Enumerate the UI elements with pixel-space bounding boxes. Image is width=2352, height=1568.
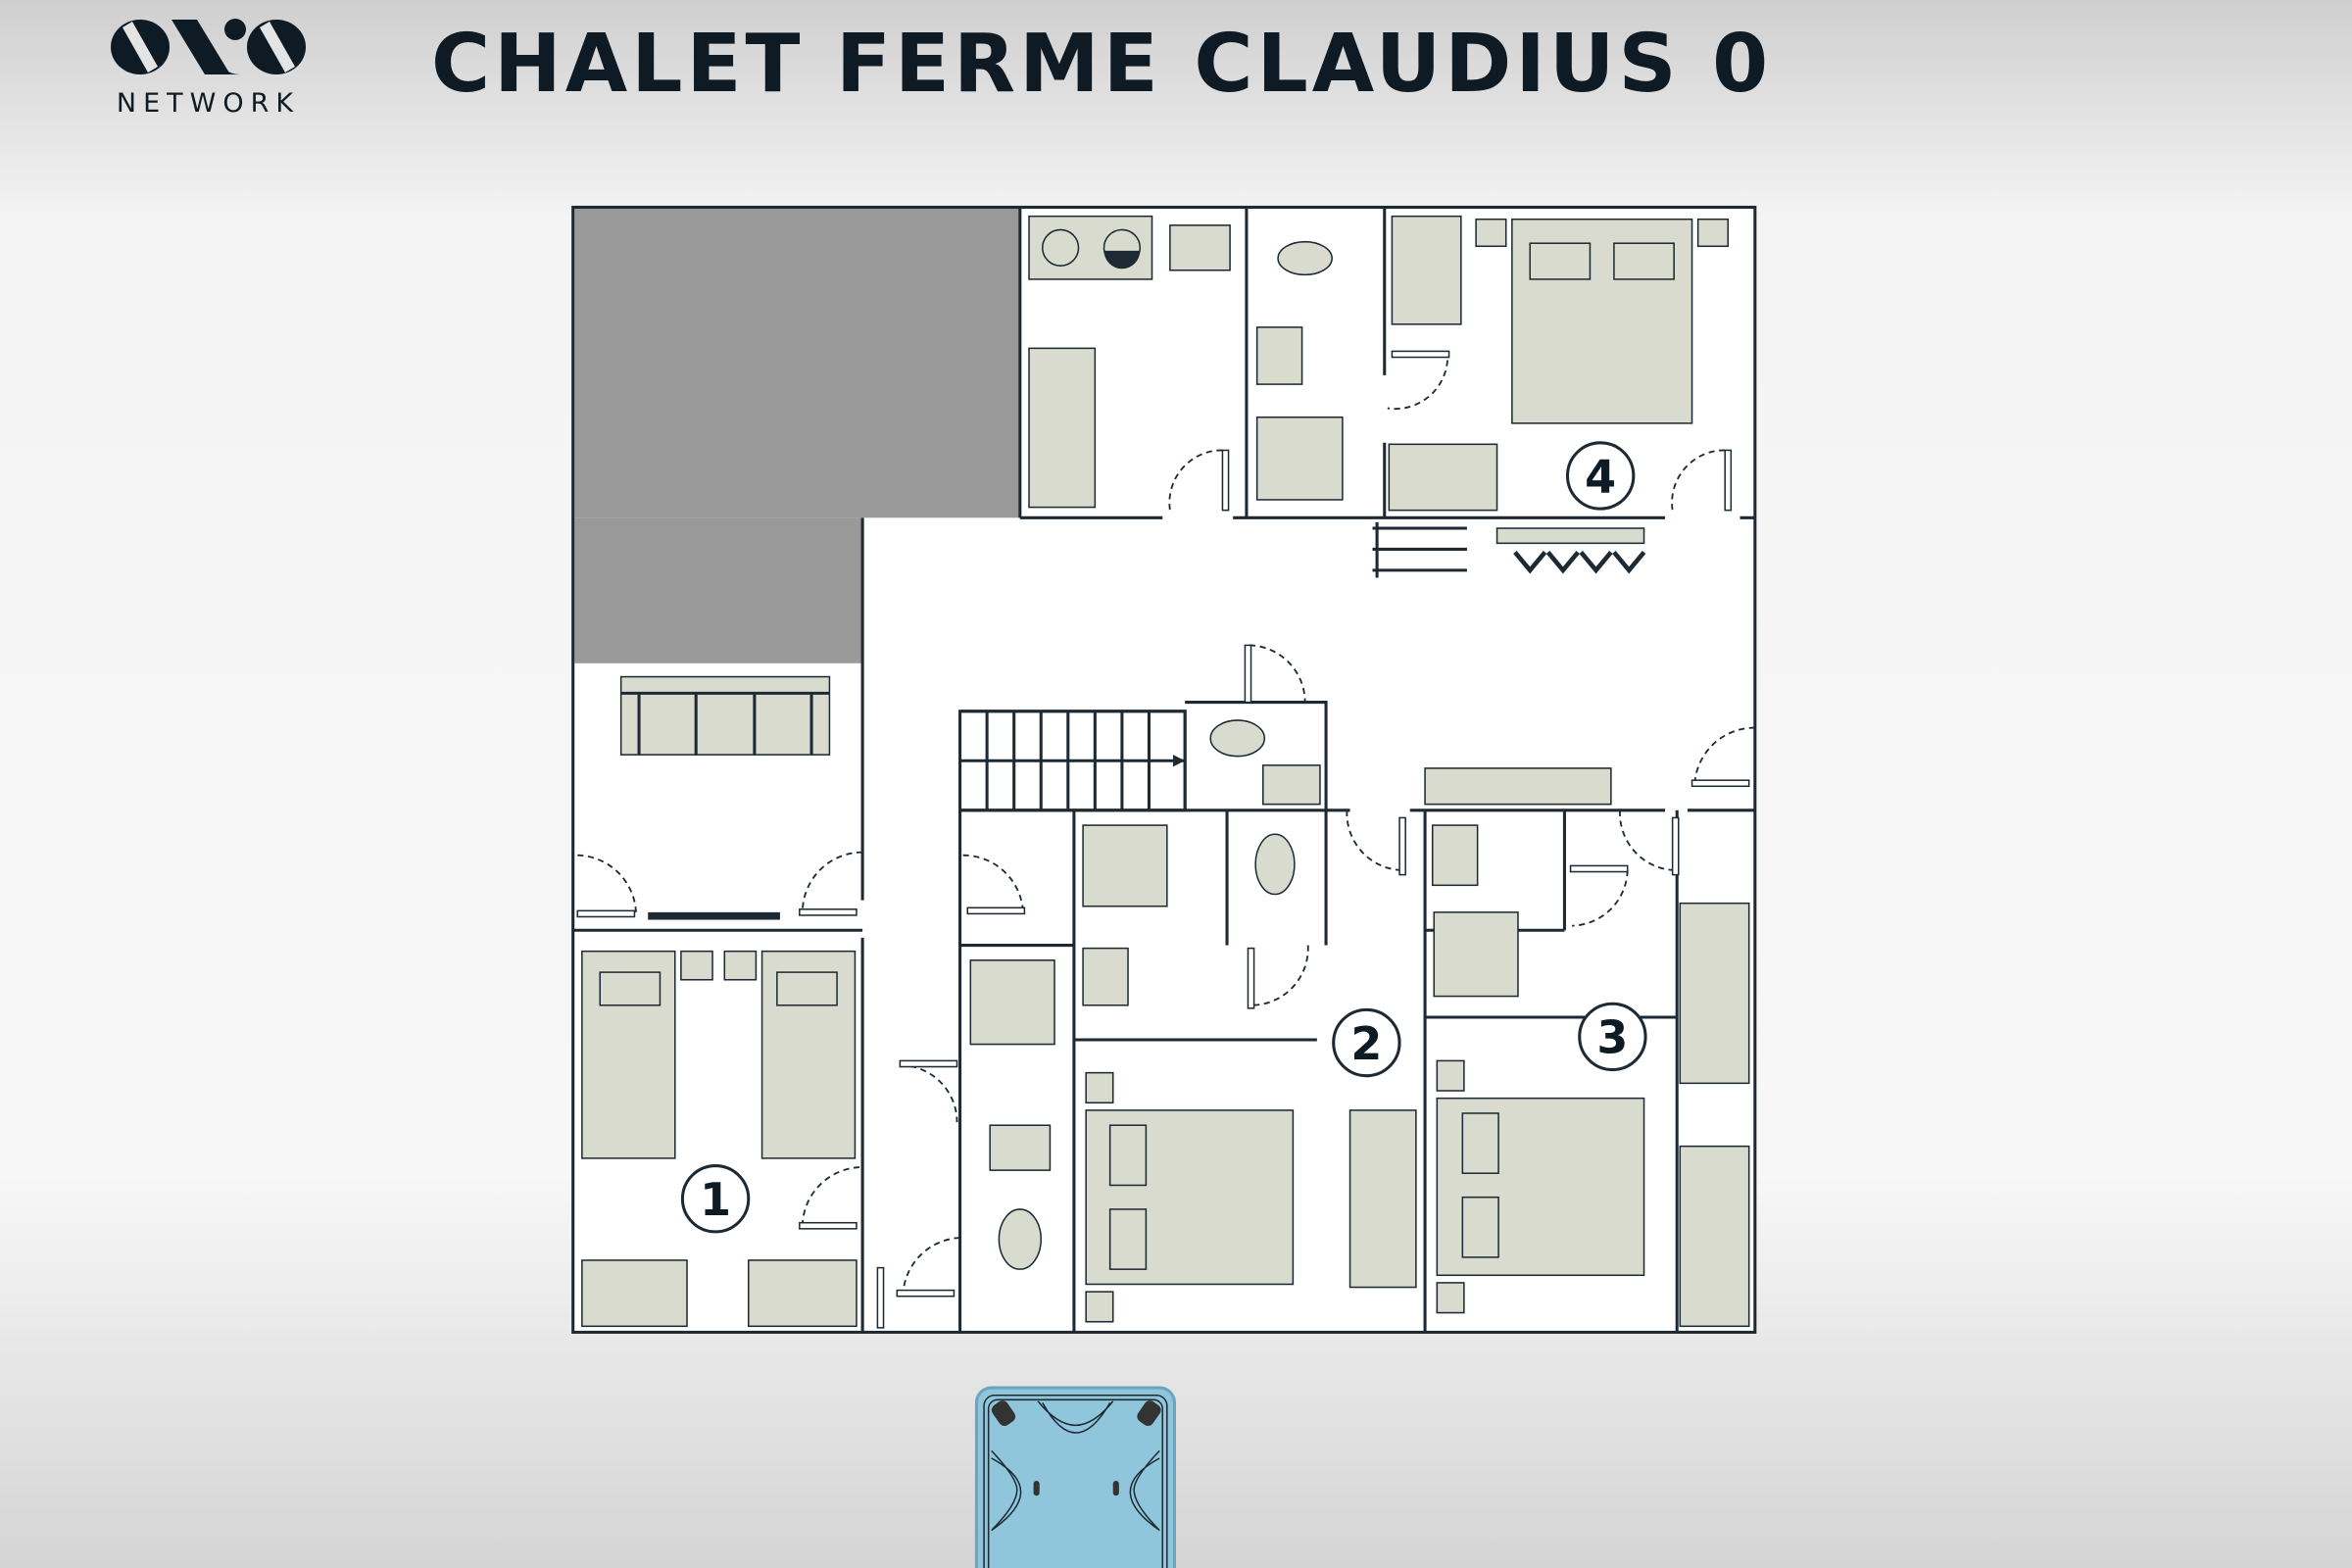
room-label-2: 2 [1332,1007,1401,1078]
room-number: 2 [1350,1017,1382,1070]
wardrobe [1028,347,1097,509]
wardrobe [1679,902,1750,1085]
page-title: CHALET FERME CLAUDIUS 0 [431,18,1773,111]
staircase [958,710,1187,812]
sink [1431,824,1479,887]
desk [748,1259,858,1328]
sink [1082,947,1129,1006]
desk [1388,443,1498,512]
shower [969,959,1055,1046]
tv [648,911,780,920]
hot-tub [974,1386,1176,1568]
toilet [1277,240,1333,276]
doors[interactable] [576,350,1755,1329]
room-label-1: 1 [680,1164,751,1234]
logo-text: NETWORK [116,88,301,119]
room-number: 4 [1585,450,1616,503]
toilet [998,1208,1043,1270]
wardrobe [1348,1109,1417,1289]
shower [1255,416,1344,501]
room-number: 3 [1596,1011,1628,1064]
furniture [581,215,1750,1328]
desk [581,1259,688,1328]
room-label-4: 4 [1565,441,1636,511]
sink [1262,764,1321,806]
unused-area [574,517,863,663]
ski-rack [1495,527,1645,545]
boots-icon [1513,551,1646,574]
sink [989,1124,1052,1171]
shower [1082,824,1168,907]
toilet [1209,719,1266,758]
sink [1169,224,1231,271]
unused-area [574,209,1020,518]
bench [1424,767,1612,806]
logo-mark-icon [111,19,306,75]
washer-dryer [1028,215,1153,280]
sofa [619,675,831,756]
wardrobe [1391,215,1462,325]
skis-icon [1372,521,1467,578]
sink [1255,326,1303,385]
room-number: 1 [700,1173,731,1226]
room-label-3: 3 [1578,1002,1647,1072]
wardrobe [1679,1145,1750,1328]
shower [1433,911,1519,998]
brand-logo: NETWORK [103,12,314,119]
toilet [1254,833,1296,896]
